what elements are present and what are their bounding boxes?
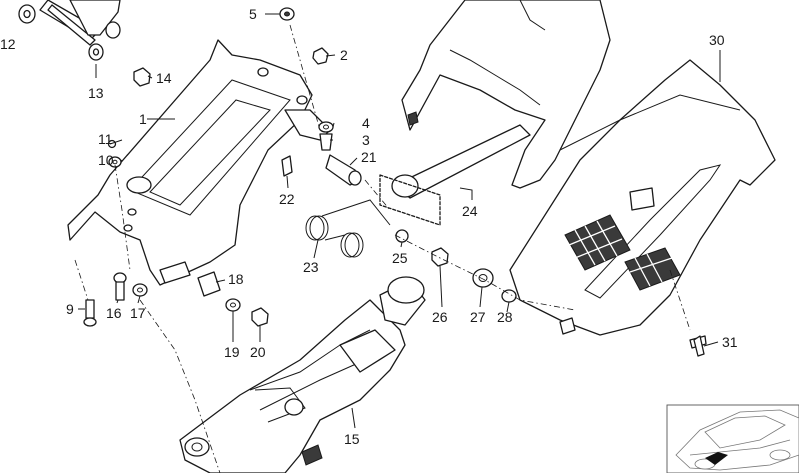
label-14: 14 bbox=[156, 70, 172, 86]
bolt-16 bbox=[113, 272, 127, 301]
upper-shroud bbox=[401, 0, 611, 189]
washer-4 bbox=[318, 121, 334, 133]
assembly-centerlines bbox=[74, 24, 691, 473]
screw-31 bbox=[689, 335, 707, 357]
fastener-2 bbox=[312, 47, 329, 65]
lever-arm-24 bbox=[379, 124, 531, 226]
leader-lines bbox=[78, 13, 721, 429]
label-15: 15 bbox=[344, 431, 360, 447]
label-5: 5 bbox=[249, 6, 257, 22]
label-23: 23 bbox=[303, 259, 319, 275]
clip-18 bbox=[197, 271, 221, 297]
fastener-14 bbox=[133, 67, 151, 87]
label-18: 18 bbox=[228, 271, 244, 287]
label-2: 2 bbox=[340, 47, 348, 63]
label-16: 16 bbox=[106, 305, 122, 321]
label-11: 11 bbox=[98, 131, 113, 147]
label-24: 24 bbox=[462, 203, 478, 219]
label-31: 31 bbox=[722, 334, 738, 350]
vent-grille-upper bbox=[564, 214, 631, 271]
label-4: 4 bbox=[362, 115, 370, 131]
label-13: 13 bbox=[88, 85, 104, 101]
bolt-9 bbox=[83, 299, 97, 327]
label-3: 3 bbox=[362, 132, 370, 148]
fastener-5 bbox=[279, 7, 295, 21]
washer-19 bbox=[225, 298, 241, 312]
label-1: 1 bbox=[139, 111, 147, 127]
washer-27 bbox=[472, 268, 494, 288]
label-10: 10 bbox=[98, 152, 114, 168]
nut-17 bbox=[132, 283, 148, 297]
shaft-assembly-top-left bbox=[18, 0, 121, 61]
label-26: 26 bbox=[432, 309, 448, 325]
label-19: 19 bbox=[224, 344, 240, 360]
label-22: 22 bbox=[279, 191, 295, 207]
label-9: 9 bbox=[66, 301, 74, 317]
label-20: 20 bbox=[250, 344, 266, 360]
label-28: 28 bbox=[497, 309, 513, 325]
column-tube-15 bbox=[179, 276, 426, 473]
spring-23 bbox=[305, 199, 391, 258]
bolt-3 bbox=[319, 133, 333, 151]
label-12: 12 bbox=[0, 36, 16, 52]
main-bracket bbox=[67, 39, 331, 286]
highlighted-area-icon bbox=[705, 452, 728, 465]
label-21: 21 bbox=[361, 149, 377, 165]
label-30: 30 bbox=[709, 32, 725, 48]
nut-26 bbox=[431, 247, 449, 267]
bushing-28 bbox=[501, 289, 517, 303]
vent-grille-lower bbox=[624, 247, 681, 291]
vehicle-location-thumbnail bbox=[666, 404, 799, 473]
nut-20 bbox=[251, 307, 269, 327]
label-17: 17 bbox=[130, 305, 146, 321]
pin-21 bbox=[325, 154, 362, 186]
lower-shroud-30 bbox=[509, 59, 776, 336]
label-25: 25 bbox=[392, 250, 408, 266]
part-number-labels: 12 13 14 5 2 1 11 10 4 3 21 22 23 9 16 1… bbox=[0, 6, 738, 447]
clip-22 bbox=[281, 155, 293, 177]
label-27: 27 bbox=[470, 309, 486, 325]
